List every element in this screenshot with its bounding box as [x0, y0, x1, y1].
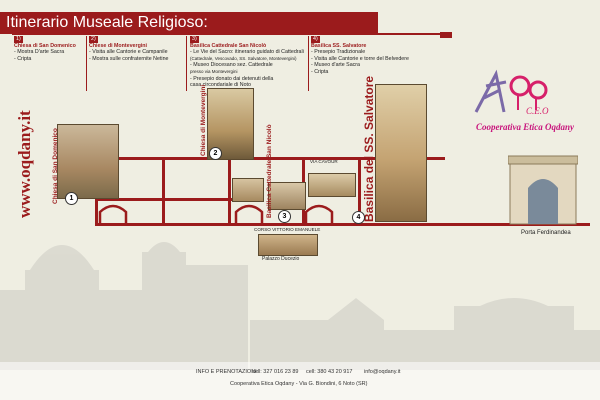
label-montevergini: Chiesa di Montevergini [200, 84, 207, 156]
footer-address: Cooperativa Etica Oqdany - Via G. Biondi… [230, 381, 368, 387]
stop-item: (Cattedrale, Vescovado, SS. Salvatore, M… [190, 55, 297, 61]
photo-street [308, 173, 356, 197]
footer-cell-2[interactable]: cell: 380 43 20 917 [306, 369, 353, 375]
logo: C.E.O Cooperativa Etica Oqdany [466, 60, 576, 150]
map-pin-3[interactable]: 3 [278, 210, 291, 223]
stop-name: Chiesa di San Domenico [14, 42, 76, 49]
stop-name: Basilica Cattedrale San Nicolò [190, 42, 267, 49]
label-cattedrale: Basilica Cattedrale San Nicolò [266, 124, 273, 218]
map-pin-2[interactable]: 2 [209, 147, 222, 160]
stop-item: casa circondariale di Noto [190, 82, 251, 89]
stop-number: 4) [311, 36, 320, 43]
title-accent [440, 32, 452, 38]
stop-3: 3) Basilica Cattedrale San Nicolò - Le V… [190, 36, 304, 89]
logo-name: Cooperativa Etica Oqdany [476, 122, 574, 132]
map-pin-1[interactable]: 1 [65, 192, 78, 205]
map-pin-4[interactable]: 4 [352, 211, 365, 224]
label-ss-salvatore: Basilica del SS. Salvatore [362, 75, 376, 222]
stop-item: - Visita alle Cantorie e torre del Belve… [311, 55, 409, 62]
title-underline [12, 33, 448, 35]
stop-item: - Presepio donato dai detenuti della [190, 75, 274, 82]
arches [98, 204, 334, 226]
stop-item: - Cripta [14, 55, 32, 62]
photo-palazzo-ducezio [258, 234, 318, 256]
stop-1: 1) Chiesa di San Domenico - Mostra D'art… [14, 36, 76, 62]
label-san-domenico: Chiesa di San Domenico [52, 128, 59, 204]
photo-ss-salvatore [375, 84, 427, 222]
photo-cattedrale [268, 182, 306, 210]
road-corso [95, 223, 590, 226]
stop-2: 2) Chiese di Montevergini - Visita alle … [89, 36, 169, 62]
stop-item: - Le Vie del Sacro: itinerario guidato d… [190, 49, 304, 56]
road-vertical [228, 157, 231, 225]
road-top [95, 157, 445, 160]
stop-item: - Presepio Tradizionale [311, 49, 366, 56]
label-palazzo-ducezio: Palazzo Ducezio [262, 256, 300, 262]
road-vertical [162, 157, 165, 225]
footer-info-label: INFO E PRENOTAZIONI: [196, 369, 259, 375]
label-porta-ferdinandea: Porta Ferdinandea [521, 230, 571, 236]
footer-email-link[interactable]: info@oqdany.it [364, 369, 401, 375]
stop-number: 1) [14, 36, 23, 43]
street-corso: CORSO VITTORIO EMANUELE [254, 227, 321, 232]
website-vertical: www.oqdany.it [15, 110, 34, 218]
porta-ferdinandea-icon [508, 155, 578, 225]
stop-item: - Mostra sulle confraternite Netine [89, 55, 169, 62]
stop-name: Basilica SS. Salvatore [311, 42, 367, 49]
footer [0, 362, 600, 400]
stop-item: presso via Montevergini [190, 68, 238, 74]
column-divider [308, 36, 309, 91]
column-divider [186, 36, 187, 91]
photo-building [232, 178, 264, 202]
stop-item: - Cripta [311, 68, 329, 75]
cityscape-background [0, 242, 600, 370]
stop-number: 2) [89, 36, 98, 43]
road-vertical [358, 157, 361, 225]
page-title: Itinerario Museale Religioso: [6, 14, 208, 31]
stop-item: - Museo d'arte Sacra [311, 62, 360, 69]
stop-4: 4) Basilica SS. Salvatore - Presepio Tra… [311, 36, 409, 76]
footer-cell-1[interactable]: cell: 327 016 23 89 [252, 369, 299, 375]
logo-brand: C.E.O [526, 106, 549, 116]
stop-item: - Visita alle Cantorie e Campanile [89, 49, 168, 56]
stop-item: - Museo Diocesano sez. Cattedrale [190, 62, 273, 69]
street-via-cavour: VIA CAVOUR [310, 159, 338, 164]
column-divider [86, 36, 87, 91]
stop-item: - Mostra D'arte Sacra [14, 49, 65, 56]
title-bar [0, 12, 378, 34]
stop-name: Chiese di Montevergini [89, 42, 147, 49]
road-middle [95, 198, 235, 201]
stop-number: 3) [190, 36, 199, 43]
logo-mark-icon [474, 69, 548, 113]
photo-san-domenico [57, 124, 119, 199]
